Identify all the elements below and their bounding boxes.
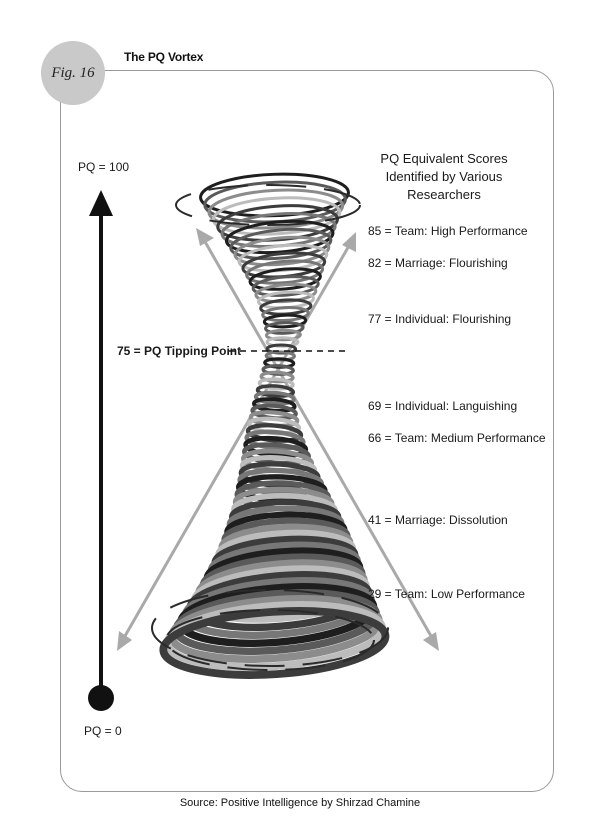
vortex-ring xyxy=(211,196,342,236)
vortex-swirl xyxy=(165,609,375,671)
vortex-ring xyxy=(244,429,306,451)
vortex-swirl xyxy=(175,184,361,226)
score-item: 82 = Marriage: Flourishing xyxy=(368,256,508,270)
figure-frame xyxy=(60,70,554,792)
arrowhead-upper-left xyxy=(196,228,214,246)
arrowhead-lower-right xyxy=(423,632,439,651)
vortex-ring xyxy=(251,275,320,297)
vortex-ring xyxy=(245,259,325,285)
score-item: 85 = Team: High Performance xyxy=(368,224,528,238)
pq-axis-base-dot xyxy=(88,685,114,711)
score-item: 29 = Team: Low Performance xyxy=(368,587,525,601)
vortex-swirl xyxy=(151,589,389,667)
pq-axis xyxy=(88,190,114,711)
score-item: 77 = Individual: Flourishing xyxy=(368,312,512,326)
vortex-ring xyxy=(248,267,322,291)
arrow-upper-left xyxy=(202,239,433,637)
vortex-ring xyxy=(259,370,295,384)
arrowhead-lower-left xyxy=(117,631,132,651)
score-item: 69 = Individual: Languishing xyxy=(368,399,518,413)
score-item: 66 = Team: Medium Performance xyxy=(368,431,546,445)
vortex-ring xyxy=(261,306,310,322)
vortex-ring xyxy=(257,377,295,391)
score-item: 41 = Marriage: Dissolution xyxy=(368,513,508,527)
figure-number-badge: Fig. 16 xyxy=(41,41,105,105)
vortex-ring xyxy=(233,235,331,267)
vortex-ring xyxy=(264,328,302,342)
vortex-ring xyxy=(224,219,335,255)
vortex-ring xyxy=(262,313,308,329)
pq-max-label: PQ = 100 xyxy=(78,160,130,174)
figure-title: The PQ Vortex xyxy=(124,50,204,64)
scores-heading-line2: Identified by Various Researchers xyxy=(385,169,503,202)
arrow-upper-right xyxy=(123,243,352,637)
arrowhead-upper-right xyxy=(342,232,356,252)
pq-axis-arrowhead xyxy=(89,190,113,216)
pq-vortex-spiral xyxy=(151,172,390,679)
figure-source-caption: Source: Positive Intelligence by Shirzad… xyxy=(179,797,421,809)
pq-min-label: PQ = 0 xyxy=(84,724,122,738)
scores-heading-line1: PQ Equivalent Scores xyxy=(380,151,508,166)
scores-panel-heading: PQ Equivalent Scores Identified by Vario… xyxy=(355,150,533,204)
vortex-ring xyxy=(207,188,345,230)
tipping-point-label: 75 = PQ Tipping Point xyxy=(117,344,242,358)
vortex-ring xyxy=(229,227,333,261)
diverging-arrows xyxy=(117,228,439,651)
vortex-ring xyxy=(255,384,296,398)
vortex-ring xyxy=(264,321,305,335)
figure-number: Fig. 16 xyxy=(51,64,95,81)
vortex-ring xyxy=(253,390,296,406)
